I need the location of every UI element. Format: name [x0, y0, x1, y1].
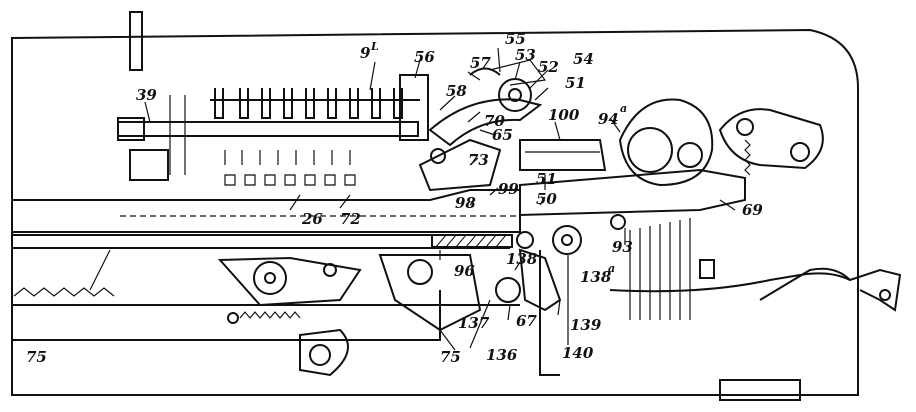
- bellcrank: [718, 108, 824, 170]
- lower-lever: [217, 256, 362, 307]
- label-39: 39: [136, 86, 157, 104]
- label-75b: 75: [440, 348, 461, 366]
- label-51b: 51: [536, 170, 557, 188]
- label-51: 51: [565, 74, 586, 92]
- slide-bar: [11, 189, 521, 233]
- label-99: 99: [498, 180, 519, 198]
- plate-100: [519, 139, 607, 171]
- base-foot: [719, 379, 801, 401]
- label-67: 67: [516, 312, 537, 330]
- label-9-sup: L: [370, 40, 379, 53]
- label-96: 96: [454, 262, 475, 280]
- label-70: 70: [484, 112, 505, 130]
- pin: [129, 11, 143, 71]
- label-52: 52: [538, 58, 559, 76]
- label-138: 138: [506, 250, 538, 268]
- blade-fan: [609, 218, 851, 320]
- roller-136: [495, 277, 521, 303]
- cam-94a: [618, 98, 714, 187]
- label-26: 26: [301, 210, 323, 228]
- label-138-sup: a: [608, 262, 615, 275]
- label-139: 139: [570, 316, 602, 334]
- rack-75: [11, 290, 441, 341]
- label-57: 57: [470, 54, 491, 72]
- label-100: 100: [548, 106, 580, 124]
- hook-arm: [759, 267, 902, 312]
- label-65: 65: [492, 126, 513, 144]
- label-73: 73: [468, 151, 489, 169]
- label-75: 75: [26, 348, 47, 366]
- label-98: 98: [455, 194, 476, 212]
- label-58: 58: [446, 82, 467, 100]
- key-column-group: [169, 74, 429, 186]
- label-54: 54: [573, 50, 594, 68]
- housing-outline: [11, 28, 859, 396]
- label-94-sup: a: [620, 102, 627, 115]
- label-56: 56: [414, 48, 435, 66]
- label-137: 137: [458, 314, 490, 332]
- label-69: 69: [742, 201, 763, 219]
- label-94: 94: [598, 110, 619, 128]
- lever-73: [418, 138, 502, 192]
- label-50: 50: [536, 190, 557, 208]
- shaft-39: [117, 121, 419, 137]
- label-136: 136: [486, 346, 518, 364]
- callout-labels: 9 L 55 56 57 53 52 54 51 39 58 70 65 100…: [26, 30, 763, 366]
- arm-69: [519, 168, 746, 217]
- label-9: 9: [360, 44, 371, 62]
- label-53: 53: [515, 46, 536, 64]
- label-138a: 138: [580, 268, 612, 286]
- label-55: 55: [505, 30, 526, 48]
- label-140: 140: [562, 344, 594, 362]
- gear-139: [552, 225, 582, 255]
- label-72: 72: [340, 210, 361, 228]
- label-93: 93: [612, 238, 633, 256]
- link-137: [378, 254, 482, 332]
